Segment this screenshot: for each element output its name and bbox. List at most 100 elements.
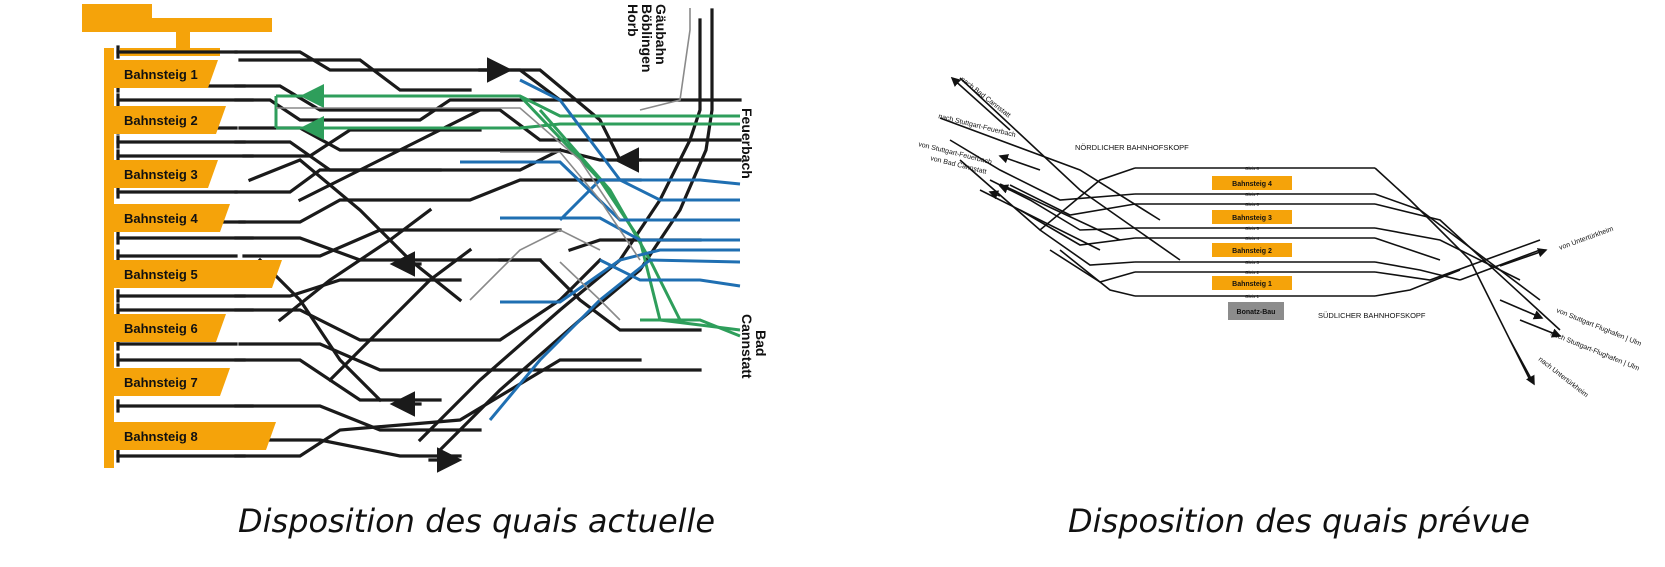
platform-8-shape — [114, 422, 276, 450]
track-segment — [234, 98, 562, 122]
planned-track — [1374, 261, 1461, 281]
track-segment — [242, 128, 482, 158]
track-segment — [238, 178, 642, 224]
planned-track — [1039, 229, 1136, 266]
track-label: Gleis 1 — [1245, 294, 1260, 299]
planned-track — [1374, 237, 1441, 261]
south-head-label: SÜDLICHER BAHNHOFSKOPF — [1318, 311, 1426, 320]
planned-track — [1059, 249, 1136, 297]
track-segment — [238, 438, 462, 458]
platform-1-label: Bahnsteig 1 — [124, 67, 198, 82]
dest-gaeubahn-line3: Horb — [625, 4, 641, 37]
planned-track — [1019, 209, 1136, 246]
grey-track-segment — [469, 229, 601, 301]
track-label: Gleis 2 — [1245, 270, 1260, 275]
planned-track — [999, 183, 1121, 241]
planned-track — [959, 159, 1136, 232]
caption-planned-layout: Disposition des quais prévue — [1068, 502, 1530, 540]
track-segment — [498, 258, 702, 332]
planned-track-network — [939, 76, 1562, 386]
track-label: Gleis 3 — [1245, 260, 1260, 265]
track-segment — [234, 236, 542, 262]
grey-track-segment — [559, 261, 621, 321]
planned-track — [959, 77, 1181, 261]
planned-track — [939, 117, 1161, 221]
planned-track — [1374, 227, 1521, 281]
green-track-segment — [276, 94, 740, 118]
route-arrow — [1499, 248, 1548, 267]
planned-track — [979, 189, 1101, 251]
route-von-untertuerkheim: von Untertürkheim — [1558, 226, 1614, 252]
planned-layout-diagram: Bahnsteig 4 Bahnsteig 3 Bahnsteig 2 Bahnste… — [918, 76, 1643, 399]
planned-platform-3-label: Bahnsteig 3 — [1232, 215, 1272, 222]
planned-platform-3-shape — [1212, 210, 1292, 224]
route-arrow — [998, 184, 1011, 194]
track-segment — [234, 358, 642, 458]
planned-platform-4-label: Bahnsteig 4 — [1232, 181, 1272, 188]
planned-track — [1374, 269, 1461, 297]
north-head-label: NÖRDLICHER BAHNHOFSKOPF — [1075, 143, 1189, 152]
green-track-segment — [518, 94, 741, 332]
platform-2-label: Bahnsteig 2 — [124, 113, 198, 128]
planned-platform-2-label: Bahnsteig 2 — [1232, 248, 1272, 255]
planned-platform-1-shape — [1212, 276, 1292, 290]
route-nach-bad-cannstatt: nach Bad Cannstatt — [959, 76, 1012, 119]
bonatz-bau-label: Bonatz-Bau — [1237, 309, 1276, 316]
planned-track — [1374, 239, 1541, 281]
platform-4-label: Bahnsteig 4 — [124, 211, 198, 226]
track-segment — [238, 126, 742, 162]
platform-8-label: Bahnsteig 8 — [124, 429, 198, 444]
platform-4-shape — [114, 204, 230, 232]
grey-track-segment — [500, 151, 641, 261]
track-label: Gleis 6 — [1245, 202, 1260, 207]
track-label: Gleis 8 — [1245, 166, 1260, 171]
track-segment — [238, 342, 702, 372]
blue-track-segment — [500, 248, 740, 304]
caption-current-layout: Disposition des quais actuelle — [238, 502, 716, 540]
track-network-green — [274, 84, 741, 338]
blue-track-segment — [558, 178, 741, 222]
platform-6-label: Bahnsteig 6 — [124, 321, 198, 336]
platform-7-label: Bahnsteig 7 — [124, 375, 198, 390]
track-segment — [242, 228, 562, 258]
planned-track — [1374, 167, 1531, 381]
blue-track-segment — [599, 258, 741, 288]
track-segment — [247, 158, 463, 303]
planned-track — [949, 139, 1136, 201]
track-segment — [234, 168, 442, 194]
destination-gaeubahn: Gäubahn Böblingen Horb — [625, 4, 669, 72]
platform-7-shape — [114, 368, 230, 396]
route-arrow — [1509, 339, 1535, 386]
track-label: Gleis 5 — [1245, 226, 1260, 231]
route-arrow — [1519, 319, 1562, 338]
route-arrow — [998, 154, 1041, 171]
green-track-segment — [276, 122, 740, 130]
grey-track-segment — [639, 8, 691, 111]
track-segment — [257, 257, 383, 403]
planned-platform-1-label: Bahnsteig 1 — [1232, 281, 1272, 288]
green-track-segment — [538, 109, 682, 321]
route-arrow — [1499, 299, 1544, 320]
planned-platform-4-shape — [1212, 176, 1292, 190]
track-label: Gleis 4 — [1245, 236, 1260, 241]
platform-6-shape — [114, 314, 226, 342]
track-segment — [234, 50, 742, 102]
planned-track — [1459, 249, 1541, 281]
planned-track — [1374, 203, 1561, 331]
destination-bad-cannstatt: Bad Cannstatt — [739, 314, 769, 379]
route-arrow — [988, 190, 1001, 200]
track-segment — [234, 358, 442, 402]
track-segment — [234, 84, 742, 142]
dest-feuerbach: Feuerbach — [739, 108, 755, 179]
track-segment — [277, 207, 433, 323]
green-track-segment — [640, 318, 741, 338]
dest-cannstatt-line1: Bad — [753, 330, 769, 356]
track-segment — [327, 247, 473, 383]
dest-gaeubahn-line1: Gäubahn — [653, 4, 669, 65]
track-segment — [238, 58, 472, 92]
platform-3-label: Bahnsteig 3 — [124, 167, 198, 182]
track-network-grey — [276, 8, 691, 321]
track-segment — [234, 257, 603, 342]
track-segment — [297, 107, 483, 203]
planned-track — [1009, 184, 1136, 216]
